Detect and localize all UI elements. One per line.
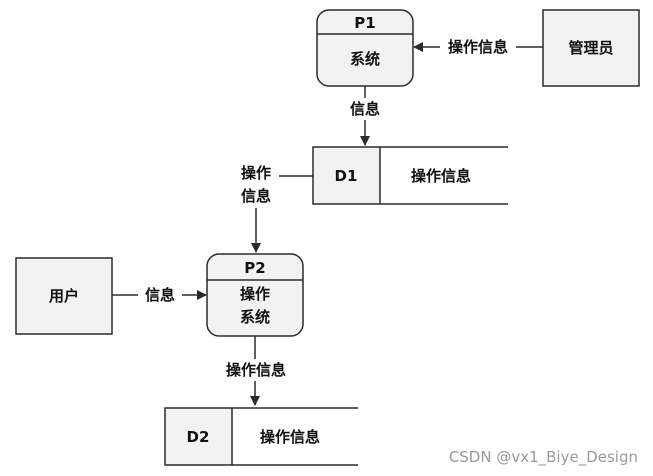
flow-admin-to-p1: 操作信息 <box>413 37 543 57</box>
store-d2-id: D2 <box>187 428 210 446</box>
store-d1: D1 操作信息 <box>312 146 508 205</box>
entity-admin: 管理员 <box>542 9 640 87</box>
process-p1-name: 系统 <box>350 50 380 68</box>
flow-d1-to-p2: 操作 信息 <box>233 160 313 253</box>
flow-user-to-p2: 信息 <box>112 284 207 306</box>
store-d1-id: D1 <box>335 167 358 185</box>
process-p2-name-line2: 系统 <box>240 308 270 326</box>
flow-d1-to-p2-label-line1: 操作 <box>241 164 271 182</box>
watermark: CSDN @vx1_Biye_Design <box>449 448 638 467</box>
flow-d1-to-p2-label-line2: 信息 <box>241 187 271 205</box>
process-p1-id: P1 <box>354 14 375 32</box>
entity-user-label: 用户 <box>49 287 79 305</box>
process-p2-name-line1: 操作 <box>240 285 270 303</box>
store-d1-name: 操作信息 <box>411 167 471 185</box>
flow-p1-to-d1: 信息 <box>343 86 387 146</box>
process-p2: P2 操作 系统 <box>206 253 304 337</box>
flow-p2-to-d2-label: 操作信息 <box>226 361 286 379</box>
flow-user-to-p2-label: 信息 <box>145 286 175 304</box>
entity-user: 用户 <box>15 257 113 335</box>
flow-admin-to-p1-label: 操作信息 <box>448 38 508 56</box>
store-d2-name: 操作信息 <box>260 428 320 446</box>
entity-admin-label: 管理员 <box>568 39 613 57</box>
flow-p2-to-d2: 操作信息 <box>218 336 294 406</box>
process-p1: P1 系统 <box>316 9 414 87</box>
process-p2-id: P2 <box>244 259 265 277</box>
store-d2: D2 操作信息 <box>164 407 358 466</box>
flow-p1-to-d1-label: 信息 <box>350 100 380 118</box>
